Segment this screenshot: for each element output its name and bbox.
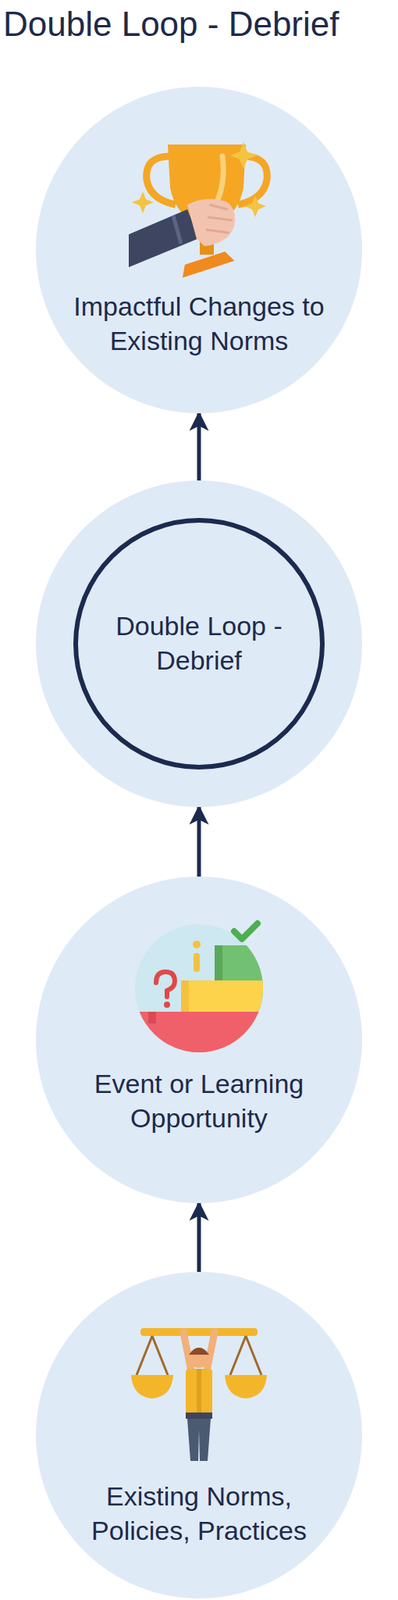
node-label: Event or Learning Opportunity xyxy=(58,1066,340,1134)
diagram-title: Double Loop - Debrief xyxy=(3,4,339,44)
scales-icon xyxy=(131,1326,267,1460)
process-circle: Event or Learning Opportunity xyxy=(35,875,363,1202)
trophy-icon xyxy=(128,142,267,278)
node-label: Existing Norms, Policies, Practices xyxy=(58,1478,340,1546)
flow-arrow xyxy=(197,806,202,876)
node-label: Double Loop - Debrief xyxy=(85,608,313,677)
process-circle: Impactful Changes to Existing Norms xyxy=(35,86,363,413)
process-circle: Double Loop - Debrief xyxy=(35,479,363,807)
inner-ring xyxy=(35,479,363,807)
flow-arrow xyxy=(197,412,202,480)
flow-arrow xyxy=(197,1201,202,1271)
node-label: Impactful Changes to Existing Norms xyxy=(58,289,340,358)
process-circle: Existing Norms, Policies, Practices xyxy=(35,1270,363,1597)
steps-icon xyxy=(132,922,274,1058)
